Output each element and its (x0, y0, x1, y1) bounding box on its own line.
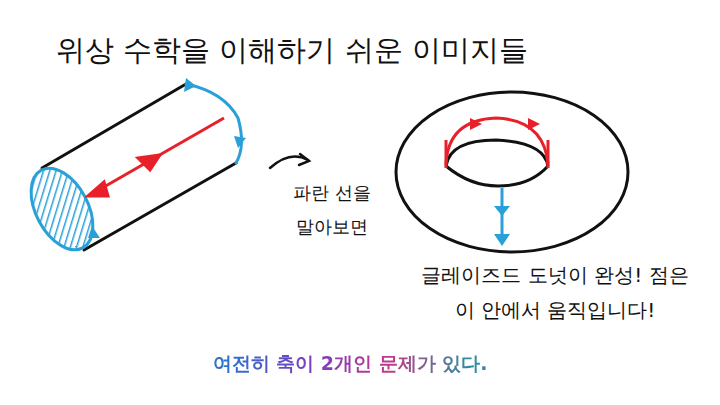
blue-arrow (494, 188, 510, 246)
donut-note: 글레이즈드 도넛이 완성! 점은 이 안에서 움직입니다! (420, 258, 690, 328)
curved-arrow (270, 156, 308, 168)
cylinder (18, 84, 241, 260)
title-text: 위상 수학을 이해하기 쉬운 이미지들 (56, 32, 676, 68)
caption-text: 여전히 축이 2개인 문제가 있다. (150, 352, 550, 376)
blue-markers (88, 78, 246, 238)
roll-note: 파란 선을 말아보면 (286, 176, 378, 244)
torus (396, 92, 628, 252)
red-loop (446, 118, 548, 168)
red-arrow (88, 118, 224, 196)
